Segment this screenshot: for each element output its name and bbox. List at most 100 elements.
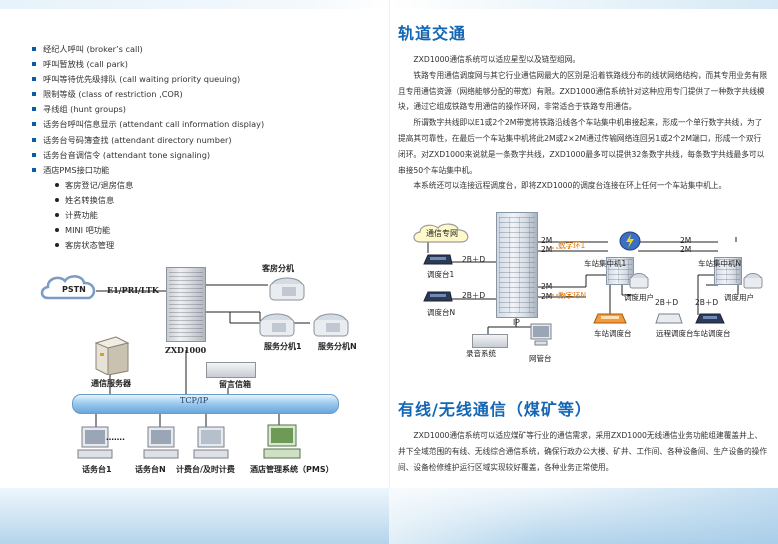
feature-text: 呼叫等待优先级排队 (call waiting priority queuing…: [43, 74, 241, 85]
zxd1000-cabinet-icon: [496, 212, 538, 318]
server-tower-icon: [94, 336, 130, 375]
pstn-label: PSTN: [62, 285, 86, 294]
digital-ring-1-label: 数字环1: [558, 241, 586, 250]
pms-sub-item: 客房登记/退房信息: [43, 178, 362, 193]
tcpip-label: TCP/IP: [180, 396, 209, 405]
rail-paragraph: 铁路专用通信调度网与其它行业通信网最大的区别是沿着铁路线分布的线状网络结构，而其…: [398, 70, 768, 112]
dispatch-console-1-label: 调度台1: [427, 270, 455, 279]
twob-label: 2B＋D: [462, 255, 486, 264]
computer-icon: [77, 426, 113, 459]
service-ext-1-label: 服务分机1: [264, 342, 302, 351]
guest-ext-label: 客房分机: [262, 264, 294, 273]
cloud-label: 通信专网: [426, 229, 458, 238]
pms-sub-item: 客房状态管理: [43, 238, 362, 253]
feature-item: 酒店PMS接口功能 客房登记/退房信息 姓名转换信息 计费功能 MINI 吧功能…: [32, 163, 362, 254]
pms-sub-list: 客房登记/退房信息 姓名转换信息 计费功能 MINI 吧功能 客房状态管理: [43, 178, 362, 253]
service-ext-n-label: 服务分机N: [318, 342, 357, 351]
feature-text: 话务台呼叫信息显示 (attendant call information di…: [43, 119, 265, 130]
feature-list: 经纪人呼叫 (broker’s call) 呼叫暂放栈 (call park) …: [32, 42, 362, 253]
pstn-cloud-icon: [40, 275, 96, 300]
pms-sub-text: MINI 吧功能: [65, 225, 111, 236]
nms-label: 网管台: [529, 354, 552, 363]
computer-icon: [143, 426, 179, 459]
rail-paragraph: 所谓数字共线即以E1或2个2M带宽将铁路沿线各个车站集中机串接起来，形成一个单行…: [398, 118, 765, 175]
mining-paragraph: ZXD1000通信系统可以适应煤矿等行业的通信需求，采用ZXD1000无线通信业…: [398, 431, 768, 472]
pms-label: 酒店管理系统（PMS）: [250, 465, 334, 474]
ellipsis-dots: …….: [106, 433, 126, 442]
dispatch-console-icon: [423, 254, 453, 265]
telephone-icon: [259, 313, 295, 337]
tcpip-bus: [72, 394, 339, 414]
section-title-mining: 有线/无线通信（煤矿等）: [398, 400, 592, 419]
billing-label: 计费台/及时计费: [176, 465, 235, 474]
mining-text-block: ZXD1000通信系统可以适应煤矿等行业的通信需求，采用ZXD1000无线通信业…: [398, 428, 768, 475]
pms-sub-text: 客房登记/退房信息: [65, 179, 134, 190]
pms-sub-text: 计费功能: [65, 210, 98, 221]
rail-network-diagram-lines: [427, 237, 739, 335]
pms-sub-item: 计费功能: [43, 208, 362, 223]
twob-label: 2B＋D: [462, 291, 486, 300]
station-console-label: 车站调度台: [693, 329, 731, 338]
dispatch-console-icon: [423, 291, 453, 302]
feature-text: 经纪人呼叫 (broker’s call): [43, 44, 143, 54]
pms-sub-item: 姓名转换信息: [43, 193, 362, 208]
comm-server-label: 通信服务器: [91, 379, 131, 388]
pms-sub-item: MINI 吧功能: [43, 223, 362, 238]
station-n-label: 车站集中机N: [698, 259, 742, 268]
zxd1000-cabinet-icon: [166, 267, 206, 342]
two-m-label: 2M: [541, 236, 553, 245]
feature-item: 呼叫等待优先级排队 (call waiting priority queuing…: [32, 72, 362, 87]
rail-text-block: ZXD1000通信系统可以适应星型以及链型组网。 铁路专用通信调度网与其它行业通…: [398, 52, 768, 194]
two-m-label: 2M: [680, 245, 692, 254]
pms-computer-icon: [263, 424, 301, 459]
feature-text: 呼叫暂放栈 (call park): [43, 59, 128, 70]
two-m-label: 2M: [541, 292, 553, 301]
recorder-icon: [472, 334, 508, 348]
twob-label: 2B＋D: [695, 298, 719, 307]
feature-text: 限制等级 (class of restriction ,COR): [43, 89, 183, 100]
telephone-icon: [743, 273, 763, 289]
feature-item: 呼叫暂放栈 (call park): [32, 57, 362, 72]
ip-label: IP: [513, 318, 520, 327]
feature-item: 经纪人呼叫 (broker’s call): [32, 42, 362, 57]
transmission-lightning-icon: [619, 231, 641, 251]
two-m-label: 2M: [680, 236, 692, 245]
page-fold-line: [389, 0, 390, 544]
feature-item: 话务台音调信令 (attendant tone signaling): [32, 148, 362, 163]
private-network-cloud-icon: [413, 223, 469, 243]
two-m-label: 2M: [541, 282, 553, 291]
telephone-icon: [269, 277, 305, 301]
dispatch-user-label: 调度用户: [724, 293, 754, 302]
station-console-icon: [593, 313, 627, 324]
printer-computer-icon: [193, 426, 229, 459]
zxd1000-label: ZXD1000: [165, 345, 207, 355]
rail-paragraph: ZXD1000通信系统可以适应星型以及链型组网。: [413, 55, 581, 64]
console-1-label: 话务台1: [82, 465, 112, 474]
feature-text: 话务台音调信令 (attendant tone signaling): [43, 149, 211, 160]
voicemail-label: 留言信箱: [219, 380, 251, 389]
e1-link-label: E1/PRI/LTK: [107, 285, 159, 295]
voicemail-unit-icon: [206, 362, 256, 378]
feature-item: 话务台号码簿查找 (attendant directory number): [32, 133, 362, 148]
station-1-label: 车站集中机1: [584, 259, 627, 268]
digital-ring-n-label: 数字环N: [558, 291, 587, 300]
recorder-label: 录音系统: [466, 349, 496, 358]
feature-item: 话务台呼叫信息显示 (attendant call information di…: [32, 117, 362, 132]
section-title-rail: 轨道交通: [398, 24, 467, 43]
station-unit-icon: [714, 257, 742, 285]
bottom-decoration-overlay: [389, 488, 778, 544]
station-console-label: 车站调度台: [594, 329, 632, 338]
station-console-icon: [695, 313, 725, 324]
feature-item: 寻线组 (hunt groups): [32, 102, 362, 117]
station-unit-icon: [606, 257, 634, 285]
pms-sub-text: 客房状态管理: [65, 240, 115, 251]
remote-console-icon: [655, 313, 683, 324]
feature-item: 限制等级 (class of restriction ,COR): [32, 87, 362, 102]
dispatch-console-n-label: 调度台N: [427, 308, 456, 317]
telephone-icon: [313, 313, 349, 337]
monitor-icon: [530, 323, 552, 346]
pms-sub-text: 姓名转换信息: [65, 194, 115, 205]
twob-label: 2B＋D: [655, 298, 679, 307]
feature-text: 酒店PMS接口功能: [43, 164, 110, 175]
telephone-icon: [629, 273, 649, 289]
